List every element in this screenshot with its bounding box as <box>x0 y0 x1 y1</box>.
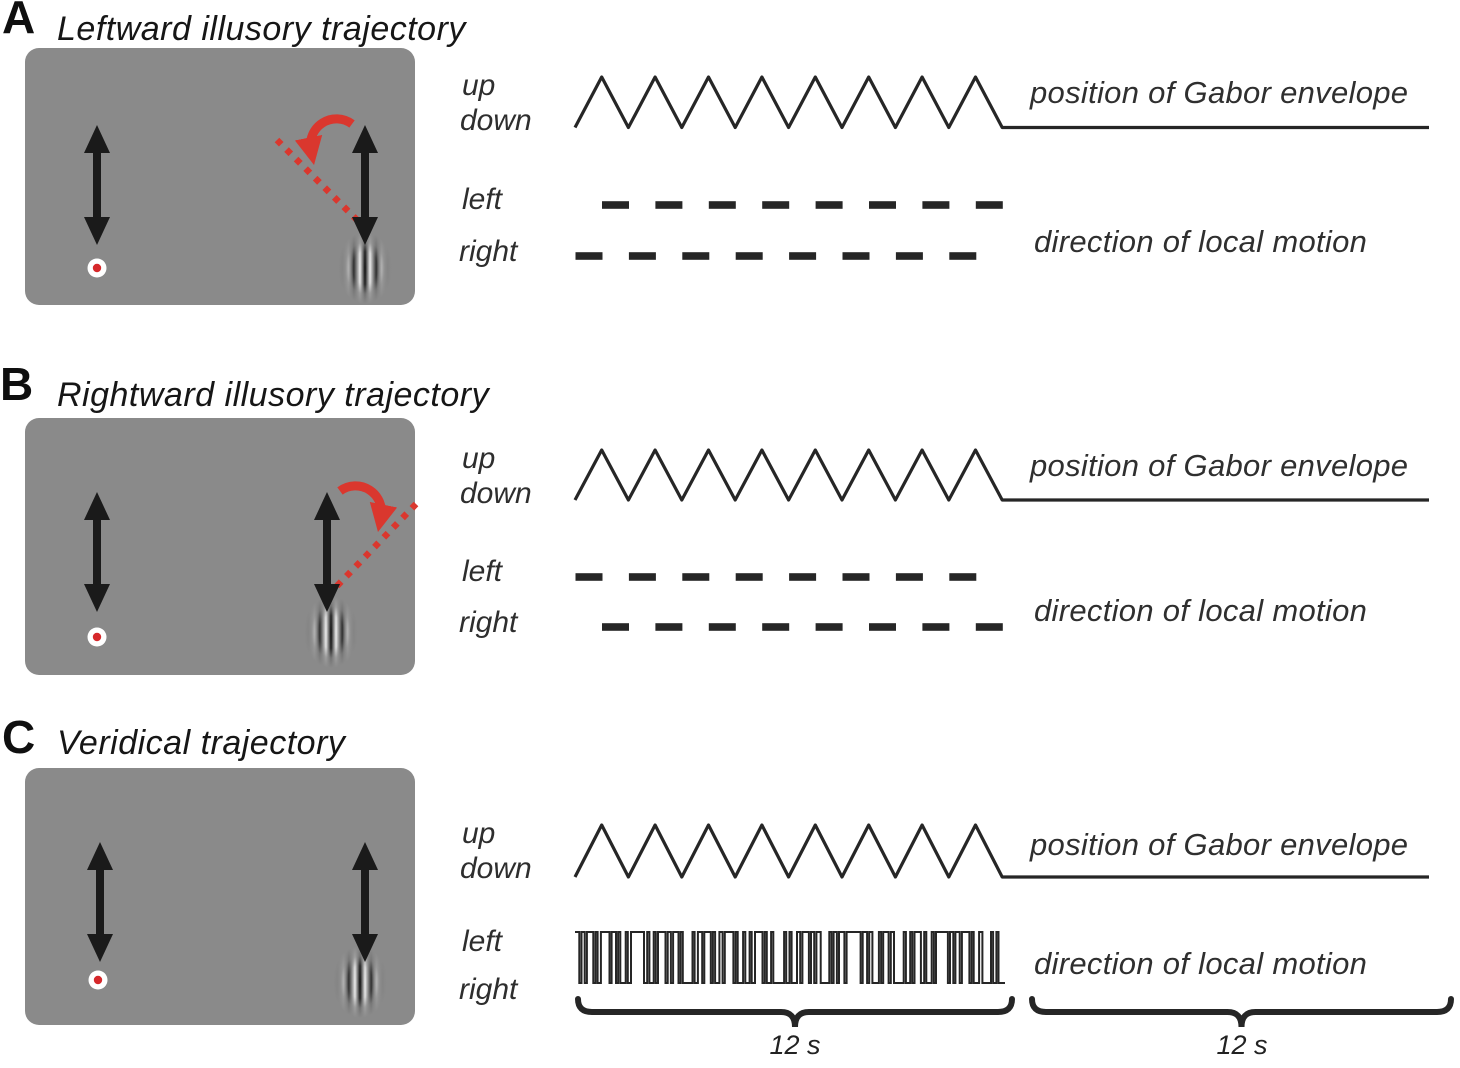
motion-dash <box>735 252 763 260</box>
motion-dash <box>975 201 1003 209</box>
envelope-caption: position of Gabor envelope <box>1030 75 1409 110</box>
motion-dash <box>735 573 763 581</box>
motion-dash <box>762 201 790 209</box>
duration-brace <box>1029 996 1454 1028</box>
axis-label-down: down <box>460 477 532 510</box>
stimulus-screen <box>25 418 419 675</box>
motion-dash <box>708 201 736 209</box>
envelope-caption: position of Gabor envelope <box>1030 448 1409 483</box>
motion-dash <box>895 252 923 260</box>
motion-dash <box>869 201 896 209</box>
right-motion-arrow-icon <box>352 842 378 962</box>
motion-dash <box>655 201 683 209</box>
stimulus-screen <box>25 768 415 1025</box>
motion-caption: direction of local motion <box>1034 946 1368 981</box>
left-motion-arrow-icon <box>84 125 110 245</box>
envelope-caption: position of Gabor envelope <box>1030 827 1409 862</box>
motion-dash <box>682 252 710 260</box>
motion-dash <box>949 252 977 260</box>
motion-dash <box>975 623 1003 631</box>
motion-dash <box>708 623 736 631</box>
fixation-dot <box>87 627 107 647</box>
motion-dash <box>575 573 603 581</box>
motion-dash <box>842 252 870 260</box>
axis-label-right: right <box>459 606 518 639</box>
panel-letter: A <box>2 0 36 43</box>
motion-dash <box>949 573 977 581</box>
left-motion-arrow-icon <box>84 492 110 612</box>
rightward-tilt-arrow-icon <box>337 481 398 533</box>
duration-label-stimulation: 12 s <box>769 1030 821 1060</box>
right-motion-arrow-icon <box>352 125 378 245</box>
motion-dash <box>922 201 950 209</box>
axis-label-left: left <box>462 183 503 216</box>
axis-label-up: up <box>462 817 496 850</box>
local-motion-right-dashes <box>575 252 977 260</box>
gabor-patch <box>332 946 388 1018</box>
motion-dash <box>922 623 950 631</box>
motion-dash <box>895 573 923 581</box>
illusory-trajectory-dotted-line <box>274 137 364 227</box>
motion-dash <box>789 573 817 581</box>
right-motion-arrow-icon <box>314 492 340 612</box>
motion-dash <box>762 623 790 631</box>
panel-title: Rightward illusory trajectory <box>57 376 490 414</box>
motion-dash <box>789 252 817 260</box>
axis-label-down: down <box>460 852 532 885</box>
motion-dash <box>602 201 629 209</box>
motion-dash <box>602 623 629 631</box>
panel-letter: C <box>2 711 36 763</box>
motion-caption: direction of local motion <box>1034 593 1368 628</box>
axis-label-left: left <box>462 555 503 588</box>
motion-dash <box>842 573 870 581</box>
motion-dash <box>869 623 896 631</box>
motion-dash <box>628 573 656 581</box>
axis-label-right: right <box>459 973 518 1006</box>
motion-dash <box>682 573 710 581</box>
motion-dash <box>655 623 683 631</box>
motion-dash <box>815 201 843 209</box>
axis-label-left: left <box>462 925 503 958</box>
panel-letter: B <box>0 358 34 410</box>
local-motion-right-dashes <box>602 623 1003 631</box>
local-motion-left-dashes <box>602 201 1003 209</box>
axis-label-down: down <box>460 104 532 137</box>
axis-label-right: right <box>459 235 518 268</box>
fixation-dot <box>88 970 108 990</box>
fixation-dot <box>87 258 107 278</box>
motion-dash <box>815 623 843 631</box>
duration-label-rest: 12 s <box>1216 1030 1268 1060</box>
left-motion-arrow-icon <box>87 842 113 962</box>
leftward-tilt-arrow-icon <box>294 114 355 166</box>
motion-dash <box>628 252 656 260</box>
motion-caption: direction of local motion <box>1034 224 1368 259</box>
stimulus-screen <box>25 48 415 305</box>
panel-title: Leftward illusory trajectory <box>57 10 466 48</box>
local-motion-random-wave <box>575 931 1005 984</box>
illusory-trajectory-dotted-line <box>334 501 419 589</box>
duration-brace <box>575 996 1015 1028</box>
axis-label-up: up <box>462 442 496 475</box>
gabor-patch <box>303 596 359 668</box>
local-motion-left-dashes <box>575 573 977 581</box>
axis-label-up: up <box>462 69 496 102</box>
panel-title: Veridical trajectory <box>57 724 346 762</box>
motion-dash <box>575 252 603 260</box>
